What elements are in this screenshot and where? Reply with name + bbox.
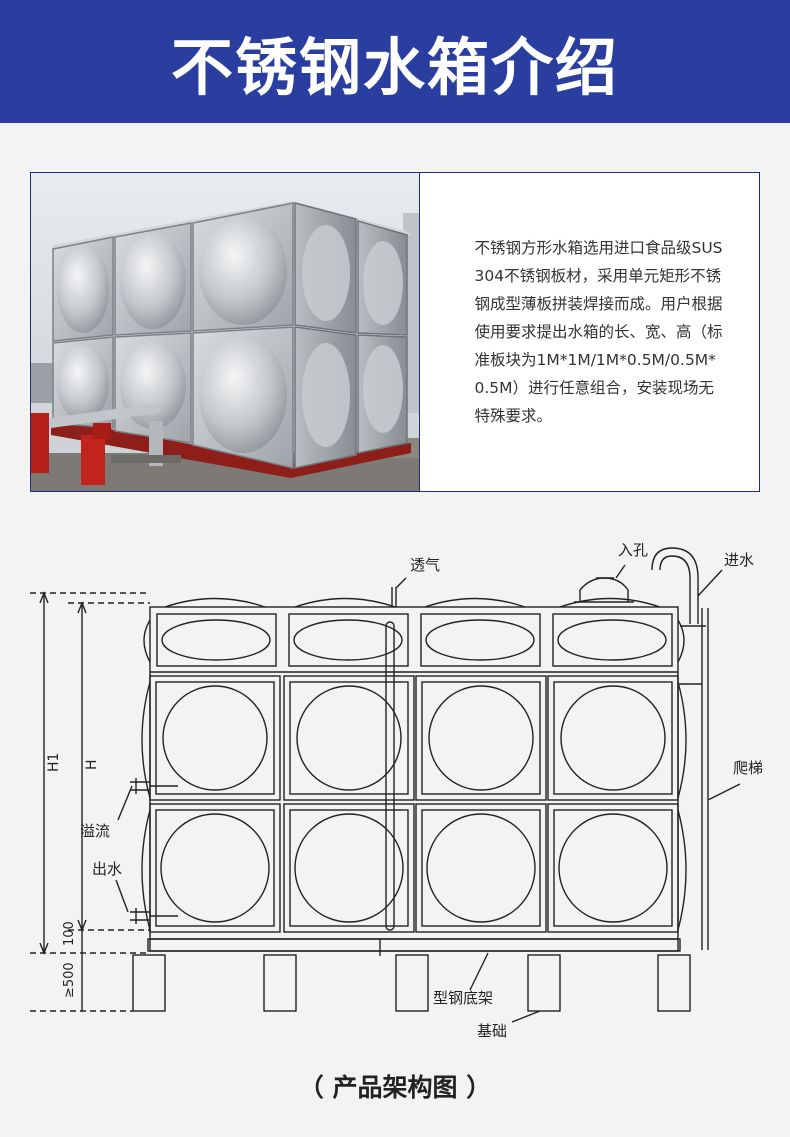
description-line: 准板块为1M*1M/1M*0.5M/0.5M*	[474, 351, 716, 369]
label-inlet: 进水	[724, 551, 754, 569]
label-vent: 透气	[410, 556, 440, 574]
label-foundation: 基础	[477, 1022, 507, 1040]
label-h1: H1	[46, 753, 62, 772]
label-h: H	[84, 759, 100, 770]
water-tank-photo	[31, 173, 420, 491]
label-manhole: 入孔	[618, 541, 648, 559]
description-line: 钢成型薄板拼装焊接而成。用户根据	[474, 295, 723, 313]
description-block: 不锈钢方形水箱选用进口食品级SUS 304不锈钢板材，采用单元矩形不锈 钢成型薄…	[420, 173, 759, 491]
description-line: 304不锈钢板材，采用单元矩形不锈	[474, 267, 722, 285]
description-line: 使用要求提出水箱的长、宽、高（标	[474, 323, 723, 341]
description-line: 0.5M）进行任意组合，安装现场无	[474, 379, 715, 397]
title-banner: 不锈钢水箱介绍	[0, 0, 790, 123]
page-title: 不锈钢水箱介绍	[170, 30, 619, 104]
description-line: 不锈钢方形水箱选用进口食品级SUS	[474, 239, 723, 257]
label-steel-base: 型钢底架	[433, 989, 493, 1007]
label-dim-100: 100	[62, 921, 77, 946]
description-line: 特殊要求。	[474, 407, 552, 425]
description-text: 不锈钢方形水箱选用进口食品级SUS 304不锈钢板材，采用单元矩形不锈 钢成型薄…	[474, 234, 722, 430]
diagram-caption: （ 产品架构图 ）	[298, 1073, 492, 1102]
label-outlet: 出水	[92, 860, 122, 878]
intro-panel: 不锈钢方形水箱选用进口食品级SUS 304不锈钢板材，采用单元矩形不锈 钢成型薄…	[30, 172, 760, 492]
structure-diagram: 透气 入孔 进水 爬梯 溢流 出水 型钢底架 基础 H1 H 100 ≥500	[0, 530, 790, 1040]
label-overflow: 溢流	[80, 822, 110, 840]
label-ladder: 爬梯	[733, 759, 763, 777]
label-dim-500: ≥500	[62, 962, 77, 998]
